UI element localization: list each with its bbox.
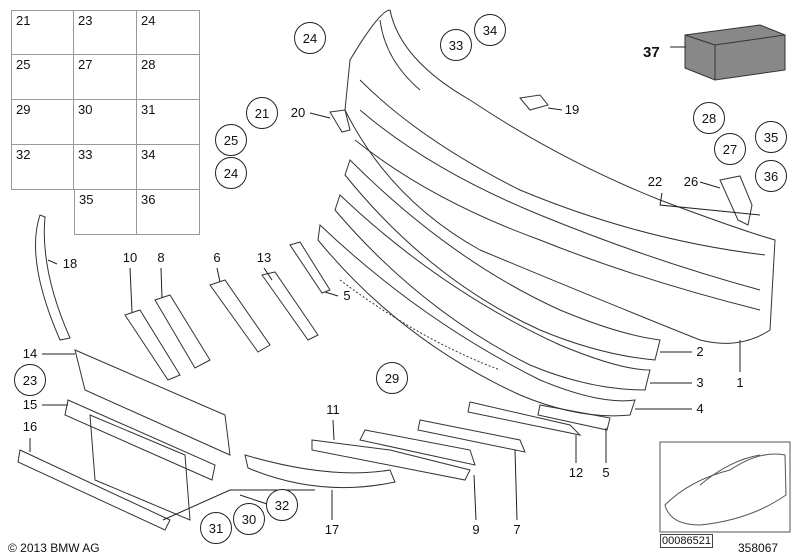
trim-5b [537, 404, 611, 431]
part-number: 23 [78, 13, 93, 28]
part-number: 31 [141, 102, 156, 117]
kit-box-icon [684, 24, 786, 81]
circled-callout-29: 29 [376, 362, 408, 394]
circled-callout-34: 34 [474, 14, 506, 46]
trim-10 [124, 309, 181, 381]
grid-cell: 33 [74, 145, 137, 190]
part-number: 35 [79, 192, 94, 207]
callout-12: 12 [568, 465, 584, 480]
callout-2: 2 [696, 344, 704, 359]
vehicle-thumbnail [659, 441, 791, 533]
callout-11: 11 [326, 402, 340, 417]
part-number: 21 [16, 13, 31, 28]
callout-5: 5 [343, 288, 351, 303]
kit-label: 37 [643, 44, 660, 61]
bracket-20 [329, 109, 351, 133]
part-number: 34 [141, 147, 156, 162]
callout-5b: 5 [602, 465, 610, 480]
circled-callout-31: 31 [200, 512, 232, 544]
circled-callout-32: 32 [266, 489, 298, 521]
callout-13: 13 [256, 250, 272, 265]
trim-17 [244, 454, 396, 489]
callout-17: 17 [324, 522, 340, 537]
trim-12 [467, 401, 582, 436]
grid-cell: 36 [137, 190, 200, 235]
trim-9 [359, 429, 476, 466]
plate-14 [74, 349, 231, 456]
grid-cell: 31 [137, 100, 200, 145]
callout-1: 1 [736, 375, 744, 390]
circled-callout-36: 36 [755, 160, 787, 192]
circled-callout-28: 28 [693, 102, 725, 134]
callout-20: 20 [290, 105, 306, 120]
part-number: 32 [16, 147, 31, 162]
bumper-cover [344, 9, 776, 344]
callout-26: 26 [683, 174, 699, 189]
part-number: 27 [78, 57, 93, 72]
circled-callout-30: 30 [233, 503, 265, 535]
grid-cell: 27 [74, 55, 137, 100]
plate-holder [89, 414, 191, 521]
circled-callout-24b: 24 [215, 157, 247, 189]
grid-cell: 25 [11, 55, 74, 100]
grid-cell: 21 [11, 10, 74, 55]
callout-6: 6 [213, 250, 221, 265]
circled-callout-27: 27 [714, 133, 746, 165]
callout-9: 9 [472, 522, 480, 537]
grid-cell: 34 [137, 145, 200, 190]
grid-cell: 30 [74, 100, 137, 145]
part-number: 28 [141, 57, 156, 72]
part-number: 30 [78, 102, 93, 117]
part-number: 24 [141, 13, 156, 28]
grid-cell: 35 [74, 190, 137, 235]
trim-8 [154, 294, 211, 369]
callout-15: 15 [22, 397, 38, 412]
trim-7 [417, 419, 526, 453]
callout-16: 16 [22, 419, 38, 434]
part-number: 29 [16, 102, 31, 117]
circled-callout-35: 35 [755, 121, 787, 153]
diagram-number: 358067 [738, 541, 779, 555]
grid-cell: 29 [11, 100, 74, 145]
callout-8: 8 [157, 250, 165, 265]
part-number: 33 [78, 147, 93, 162]
grid-cell: 32 [11, 145, 74, 190]
circled-callout-21: 21 [246, 97, 278, 129]
bracket-26 [719, 175, 753, 226]
bracket-19 [519, 94, 549, 111]
grid-cell: 28 [137, 55, 200, 100]
callout-18: 18 [62, 256, 78, 271]
grid-cell: 23 [74, 10, 137, 55]
part-number: 36 [141, 192, 156, 207]
vehicle-ref-number: 00086521 [660, 534, 713, 548]
callout-10: 10 [122, 250, 138, 265]
callout-19: 19 [564, 102, 580, 117]
circled-callout-33: 33 [440, 29, 472, 61]
callout-4: 4 [696, 401, 704, 416]
part-number: 25 [16, 57, 31, 72]
circled-callout-24: 24 [294, 22, 326, 54]
trim-6 [209, 279, 271, 353]
grille-strips [317, 159, 661, 417]
grid-cell: 24 [137, 10, 200, 55]
trim-13 [261, 271, 319, 341]
circled-callout-25: 25 [215, 124, 247, 156]
strip-15 [64, 399, 216, 481]
callout-14: 14 [22, 346, 38, 361]
strip-16 [17, 449, 171, 531]
trim-5 [289, 241, 331, 294]
copyright: © 2013 BMW AG [8, 541, 100, 555]
callout-3: 3 [696, 375, 704, 390]
circled-callout-23: 23 [14, 364, 46, 396]
callout-22: 22 [647, 174, 663, 189]
trim-18 [35, 214, 71, 341]
trim-11 [311, 439, 471, 481]
callout-7: 7 [513, 522, 521, 537]
